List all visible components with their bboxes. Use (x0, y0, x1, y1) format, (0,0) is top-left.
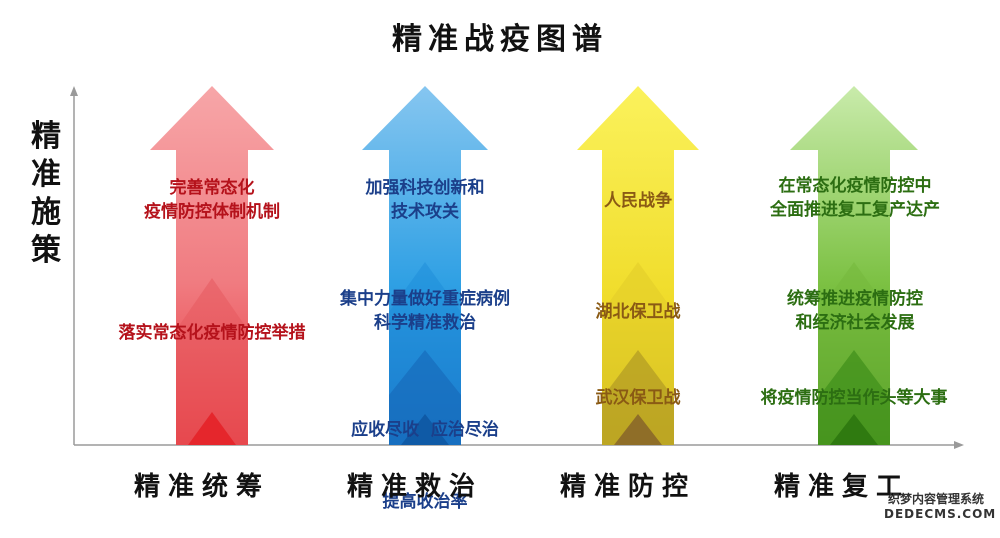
column-title-treatment: 精准救治 (346, 472, 483, 502)
label-line: 统筹推进疫情防控 (787, 289, 923, 309)
arrow-chevron (176, 278, 248, 445)
label-line: 集中力量做好重症病例 (340, 289, 510, 309)
label-line: 科学精准救治 (374, 313, 476, 333)
label-line: 技术攻关 (391, 202, 459, 222)
node-label: 将疫情防控当作头等大事 (722, 386, 986, 410)
x-axis-arrowhead (954, 441, 964, 449)
node-label: 集中力量做好重症病例 科学精准救治 (300, 287, 550, 335)
column-title-resumption: 精准复工 (773, 472, 910, 502)
node-label: 人民战争 (548, 189, 728, 213)
y-axis-arrowhead (70, 86, 78, 96)
y-axis-label-char: 策 (31, 233, 61, 268)
y-axis-label-char: 精准施策 (24, 118, 68, 270)
y-axis-label-char: 精 (31, 119, 61, 154)
strategy-diagram (70, 86, 964, 449)
arrow-resumption (790, 86, 918, 445)
arrow-chevron (401, 414, 449, 445)
label-line: 人民战争 (604, 191, 672, 211)
label-line: 武汉保卫战 (595, 388, 681, 408)
arrow-prevention (577, 86, 699, 445)
arrow-chevron (188, 412, 236, 445)
watermark-line: DEDECMS.COM (884, 507, 997, 521)
label-line: 完善常态化 (169, 178, 255, 198)
arrow-coordination (150, 86, 274, 445)
y-axis-label-char: 施 (31, 195, 61, 230)
label-line: 加强科技创新和 (365, 178, 485, 198)
node-label: 湖北保卫战 (548, 300, 728, 324)
label-line: 落实常态化疫情防控举措 (118, 323, 306, 343)
label-line: 全面推进复工复产达产 (770, 200, 940, 220)
watermark-line: 织梦内容管理系统 (888, 492, 985, 506)
node-label: 完善常态化 疫情防控体制机制 (100, 176, 324, 224)
label-line: 疫情防控体制机制 (144, 202, 280, 222)
y-axis-label-char: 准 (31, 157, 61, 192)
node-label: 应收尽收 应治尽治 提高收治率 (310, 370, 540, 538)
arrow-chevron (389, 350, 461, 445)
arrow-body (362, 86, 488, 445)
arrow-chevron (602, 350, 674, 445)
arrow-treatment (362, 86, 488, 445)
label-line: 提高收治率 (382, 492, 468, 512)
column-title-coordination: 精准统筹 (133, 472, 270, 502)
arrow-chevron (818, 350, 890, 445)
arrow-chevron (614, 414, 662, 445)
label-line: 应收尽收 应治尽治 (351, 420, 499, 440)
node-label: 加强科技创新和 技术攻关 (315, 176, 535, 224)
node-label: 武汉保卫战 (548, 386, 728, 410)
arrow-chevron (830, 414, 878, 445)
label-line: 湖北保卫战 (595, 302, 681, 322)
diagram-title: 精准战疫图谱 (392, 22, 608, 57)
node-label: 在常态化疫情防控中 全面推进复工复产达产 (730, 174, 980, 222)
column-title-prevention: 精准防控 (559, 472, 696, 502)
node-label: 统筹推进疫情防控 和经济社会发展 (740, 287, 970, 335)
node-label: 落实常态化疫情防控举措 (82, 321, 342, 345)
label-line: 在常态化疫情防控中 (778, 176, 932, 196)
y-axis-label: 精准施策 (24, 118, 68, 270)
label-line: 和经济社会发展 (795, 313, 915, 333)
label-line: 将疫情防控当作头等大事 (760, 388, 948, 408)
